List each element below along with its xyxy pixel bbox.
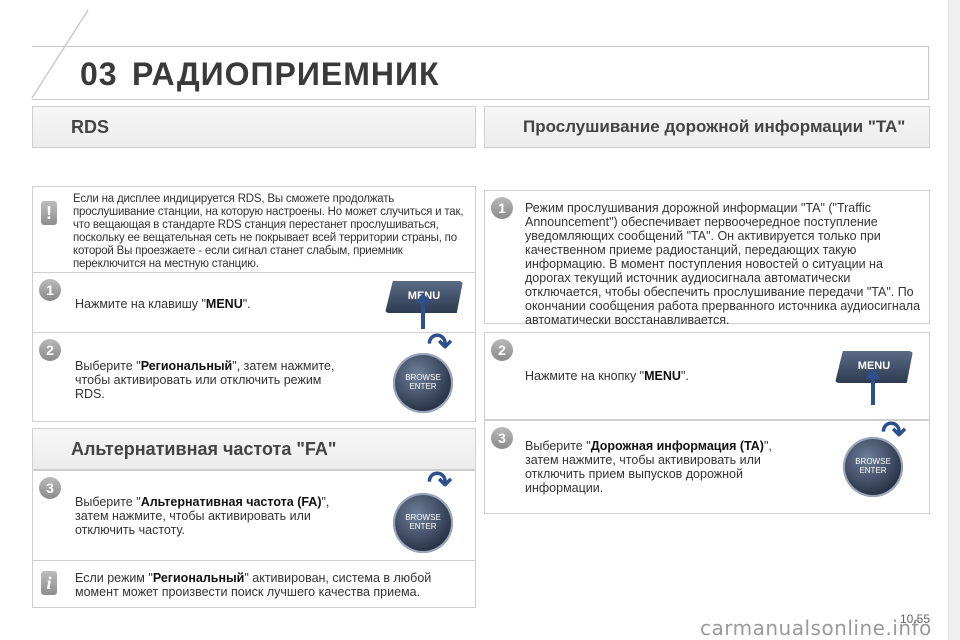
rds-banner: RDS [32,106,476,148]
step-text: Выберите "Региональный", затем нажмите, … [75,359,335,401]
arrow-up-icon [415,293,431,329]
info-card-rds: ! Если на дисплее индицируется RDS, Вы с… [32,186,476,274]
step-card-right-1: 1 Режим прослушивания дорожной информаци… [484,190,930,327]
step-card-right-2: 2 Нажмите на кнопку "MENU". MENU [484,332,930,420]
info-card-regional: i Если режим "Региональный" активирован,… [32,560,476,608]
warning-icon: ! [41,201,57,225]
ta-banner: Прослушивание дорожной информации "TA" [484,106,930,148]
step-number-badge: 3 [39,477,61,499]
fa-title: Альтернативная частота "FA" [71,439,337,459]
fa-banner: Альтернативная частота "FA" [32,428,476,470]
rds-info-text: Если на дисплее индицируется RDS, Вы смо… [73,193,464,270]
step-text: Выберите "Альтернативная частота (FA)", … [75,495,330,537]
page-title: РАДИОПРИЕМНИК [132,56,440,92]
regional-info-text: Если режим "Региональный" активирован, с… [75,571,432,599]
step-card-left-2: 2 Выберите "Региональный", затем нажмите… [32,328,476,422]
step-number-badge: 1 [491,197,513,219]
step-number-badge: 2 [491,339,513,361]
page-number: 10.55 [900,612,931,626]
step-text: Выберите "Дорожная информация (TA)", зат… [525,439,772,495]
header-frame [32,46,929,100]
chapter-number: 03 [80,56,118,92]
arrow-up-icon [865,369,881,405]
step-text: Режим прослушивания дорожной информации … [525,201,921,327]
page-edge-strip [948,0,960,640]
step-card-left-3: 3 Выберите "Альтернативная частота (FA)"… [32,466,476,562]
step-number-badge: 3 [491,427,513,449]
step-card-left-1: 1 Нажмите на клавишу "MENU". MENU [32,272,476,334]
info-icon: i [41,571,57,595]
step-number-badge: 2 [39,339,61,361]
step-card-right-3: 3 Выберите "Дорожная информация (TA)", з… [484,416,930,514]
watermark: carmanualsonline.info [700,616,932,640]
rds-title: RDS [71,117,110,137]
header-diagonal [31,9,89,99]
step-text: Нажмите на клавишу "MENU". [75,297,251,311]
step-number-badge: 1 [39,279,61,301]
step-text: Нажмите на кнопку "MENU". [525,369,689,383]
ta-title: Прослушивание дорожной информации "TA" [523,117,906,136]
